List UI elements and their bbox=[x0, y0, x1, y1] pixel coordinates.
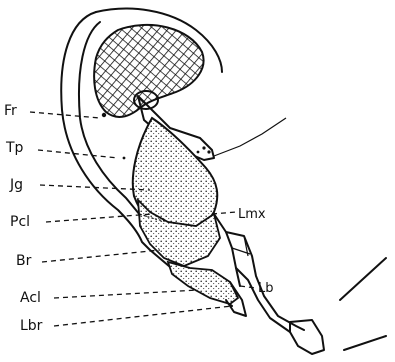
label-lb: Lb bbox=[258, 281, 274, 296]
label-acl: Acl bbox=[20, 290, 41, 306]
label-jg: Jg bbox=[9, 177, 23, 193]
label-fr: Fr bbox=[4, 103, 17, 119]
frontal-pit bbox=[102, 113, 106, 117]
label-lbr: Lbr bbox=[20, 318, 43, 334]
label-tp: Tp bbox=[5, 140, 24, 156]
label-pcl: Pcl bbox=[10, 214, 30, 230]
antenna-flagellum bbox=[214, 118, 286, 156]
anteclypeus bbox=[168, 262, 238, 304]
arrow-line-upper bbox=[340, 258, 386, 300]
label-lmx: Lmx bbox=[238, 207, 266, 222]
arrow-line-lower bbox=[344, 336, 386, 350]
label-br: Br bbox=[16, 253, 32, 269]
compound-eye bbox=[94, 25, 203, 117]
